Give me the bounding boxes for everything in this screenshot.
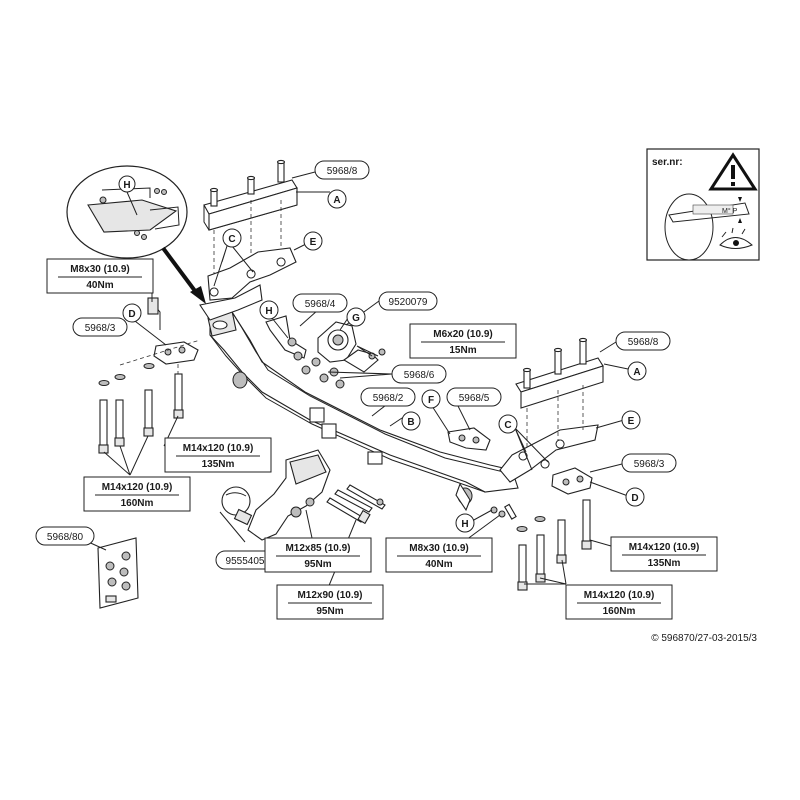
serial-number-title: ser.nr:	[652, 157, 683, 168]
mounting-bracket-right	[515, 337, 604, 450]
label-5968-8-top: 5968/8	[314, 160, 370, 180]
label-5968-3-left-text: 5968/3	[85, 323, 116, 334]
letter-d-right: D	[631, 493, 638, 504]
torque-m14x120-135-right-spec: M14x120 (10.9)	[629, 542, 700, 553]
main-crossbar	[199, 284, 599, 512]
bolts-left	[98, 363, 184, 454]
letter-e-right: E	[628, 416, 635, 427]
torque-m14x120-160-left-spec: M14x120 (10.9)	[102, 482, 173, 493]
letter-f: F	[428, 395, 434, 406]
bracket-5968-5	[447, 427, 491, 451]
warning-triangle-icon	[708, 152, 758, 191]
label-9520079: 9520079	[378, 291, 438, 311]
label-5968-80-text: 5968/80	[47, 532, 84, 543]
torque-m8x30-left: M8x30 (10.9) 40Nm	[46, 258, 154, 294]
letter-c-right: C	[504, 420, 511, 431]
letter-d-left: D	[128, 309, 135, 320]
mounting-bracket-left	[203, 159, 298, 301]
torque-m12x85: M12x85 (10.9) 95Nm	[264, 537, 372, 573]
label-5968-2-text: 5968/2	[373, 393, 404, 404]
label-5968-3-left: 5968/3	[72, 317, 128, 337]
neck-bolts	[326, 484, 386, 525]
torque-m6x20-spec: M6x20 (10.9)	[433, 329, 492, 340]
letter-h-bottom: H	[461, 519, 468, 530]
label-5968-6-text: 5968/6	[404, 370, 435, 381]
torque-m14x120-135-left-spec: M14x120 (10.9)	[183, 443, 254, 454]
torque-m14x120-135-right-value: 135Nm	[648, 558, 681, 569]
letter-g: G	[352, 313, 360, 324]
label-5968-4: 5968/4	[292, 293, 348, 313]
label-5968-8-right: 5968/8	[615, 331, 671, 351]
label-5968-3-right: 5968/3	[621, 453, 677, 473]
label-5968-6: 5968/6	[391, 364, 447, 384]
letter-e-left: E	[310, 237, 317, 248]
torque-m14x120-135-left-value: 135Nm	[202, 459, 235, 470]
label-5968-2: 5968/2	[360, 387, 416, 407]
eye-icon	[719, 227, 753, 249]
base-plate-left	[119, 297, 201, 400]
letter-h-mid: H	[265, 306, 272, 317]
letter-b: B	[407, 417, 414, 428]
torque-m14x120-160-right-value: 160Nm	[603, 606, 636, 617]
serial-number-box: ser.nr: M° P	[646, 148, 760, 261]
torque-m12x90: M12x90 (10.9) 95Nm	[276, 584, 384, 620]
label-5968-80: 5968/80	[35, 526, 95, 546]
torque-m14x120-135-left: M14x120 (10.9) 135Nm	[164, 437, 272, 473]
tow-ball-neck	[221, 449, 331, 541]
torque-m6x20: M6x20 (10.9) 15Nm	[409, 323, 517, 359]
torque-m12x85-spec: M12x85 (10.9)	[285, 543, 350, 554]
label-5968-8-top-text: 5968/8	[327, 166, 358, 177]
torque-m14x120-160-right: M14x120 (10.9) 160Nm	[565, 584, 673, 620]
label-9520079-text: 9520079	[389, 297, 428, 308]
label-5968-8-right-text: 5968/8	[628, 337, 659, 348]
torque-m12x85-value: 95Nm	[304, 559, 331, 570]
torque-m8x30-right-value: 40Nm	[425, 559, 452, 570]
torque-m8x30-left-value: 40Nm	[86, 280, 113, 291]
detail-inset-circle: H	[66, 165, 188, 259]
letter-a-top: A	[333, 195, 340, 206]
torque-m12x90-spec: M12x90 (10.9)	[297, 590, 362, 601]
bolts-and-nuts-center	[287, 337, 386, 389]
letter-a-right: A	[633, 367, 640, 378]
socket-bracket	[265, 315, 379, 373]
label-5968-5: 5968/5	[446, 387, 502, 407]
torque-m14x120-160-right-spec: M14x120 (10.9)	[584, 590, 655, 601]
label-5968-5-text: 5968/5	[459, 393, 490, 404]
letter-h-inset: H	[123, 180, 130, 191]
label-9555405-text: 9555405	[226, 556, 265, 567]
torque-m8x30-right-spec: M8x30 (10.9)	[409, 543, 468, 554]
copyright-notice: © 596870/27-03-2015/3	[651, 633, 757, 644]
torque-m12x90-value: 95Nm	[316, 606, 343, 617]
letter-c-left: C	[228, 234, 235, 245]
torque-m8x30-right: M8x30 (10.9) 40Nm	[385, 537, 493, 573]
label-5968-4-text: 5968/4	[305, 299, 336, 310]
torque-m14x120-160-left-value: 160Nm	[121, 498, 154, 509]
inset-pointer-arrow	[161, 246, 206, 304]
letter-circles: A A B C C D D E E F G H H	[122, 189, 647, 533]
bolts-right	[490, 499, 592, 591]
label-5968-3-right-text: 5968/3	[634, 459, 665, 470]
torque-m14x120-135-right: M14x120 (10.9) 135Nm	[610, 536, 718, 572]
serial-plate-text: M° P	[722, 207, 738, 215]
base-plate-right	[551, 467, 593, 495]
torque-m8x30-left-spec: M8x30 (10.9)	[70, 264, 129, 275]
torque-m14x120-160-left: M14x120 (10.9) 160Nm	[83, 476, 191, 512]
torque-m6x20-value: 15Nm	[449, 345, 476, 356]
bag-5968-80	[97, 537, 139, 609]
